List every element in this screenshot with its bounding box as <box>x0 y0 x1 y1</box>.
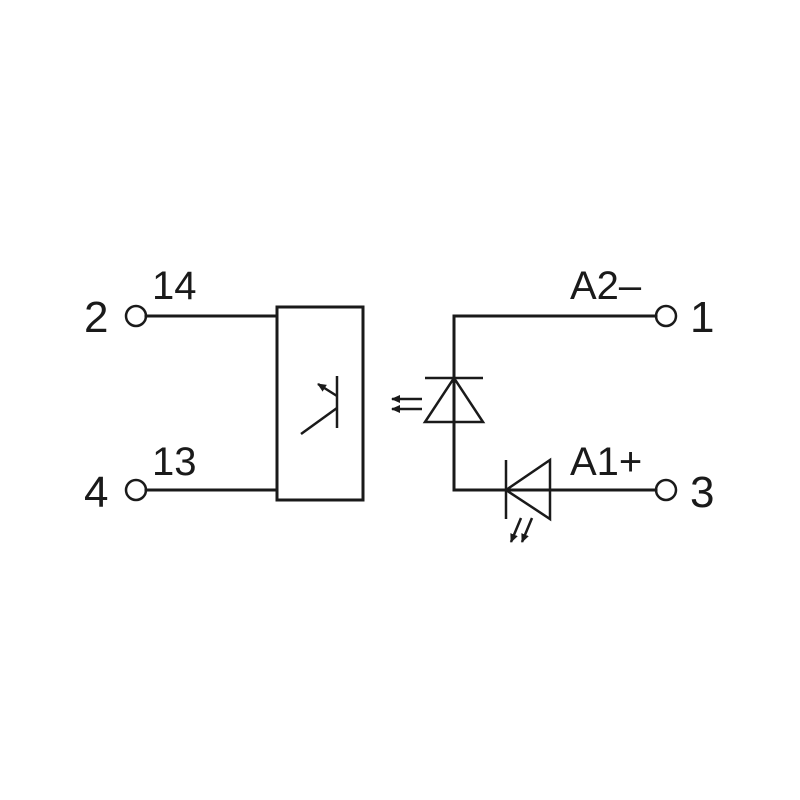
input-side: A2– 1 A1+ 3 <box>391 264 714 543</box>
output-side: 2 14 4 13 <box>84 264 365 517</box>
terminal-4 <box>124 478 148 502</box>
terminal-3 <box>654 478 678 502</box>
indicator-led-icon <box>503 457 552 543</box>
emitter-diode-icon <box>391 375 486 424</box>
transistor-box <box>275 305 365 502</box>
pin-a2-label: A2– <box>570 264 642 308</box>
wire-right-loop <box>452 314 658 492</box>
pin-2-number: 2 <box>84 293 108 342</box>
phototransistor-icon <box>300 376 339 436</box>
pin-4-number: 4 <box>84 468 108 517</box>
pin-3-number: 3 <box>690 468 714 517</box>
pin-1-number: 1 <box>690 293 714 342</box>
pin-13-label: 13 <box>152 440 197 484</box>
terminal-2 <box>124 304 148 328</box>
terminal-1 <box>654 304 678 328</box>
pin-a1-label: A1+ <box>570 440 642 484</box>
pin-14-label: 14 <box>152 264 197 308</box>
